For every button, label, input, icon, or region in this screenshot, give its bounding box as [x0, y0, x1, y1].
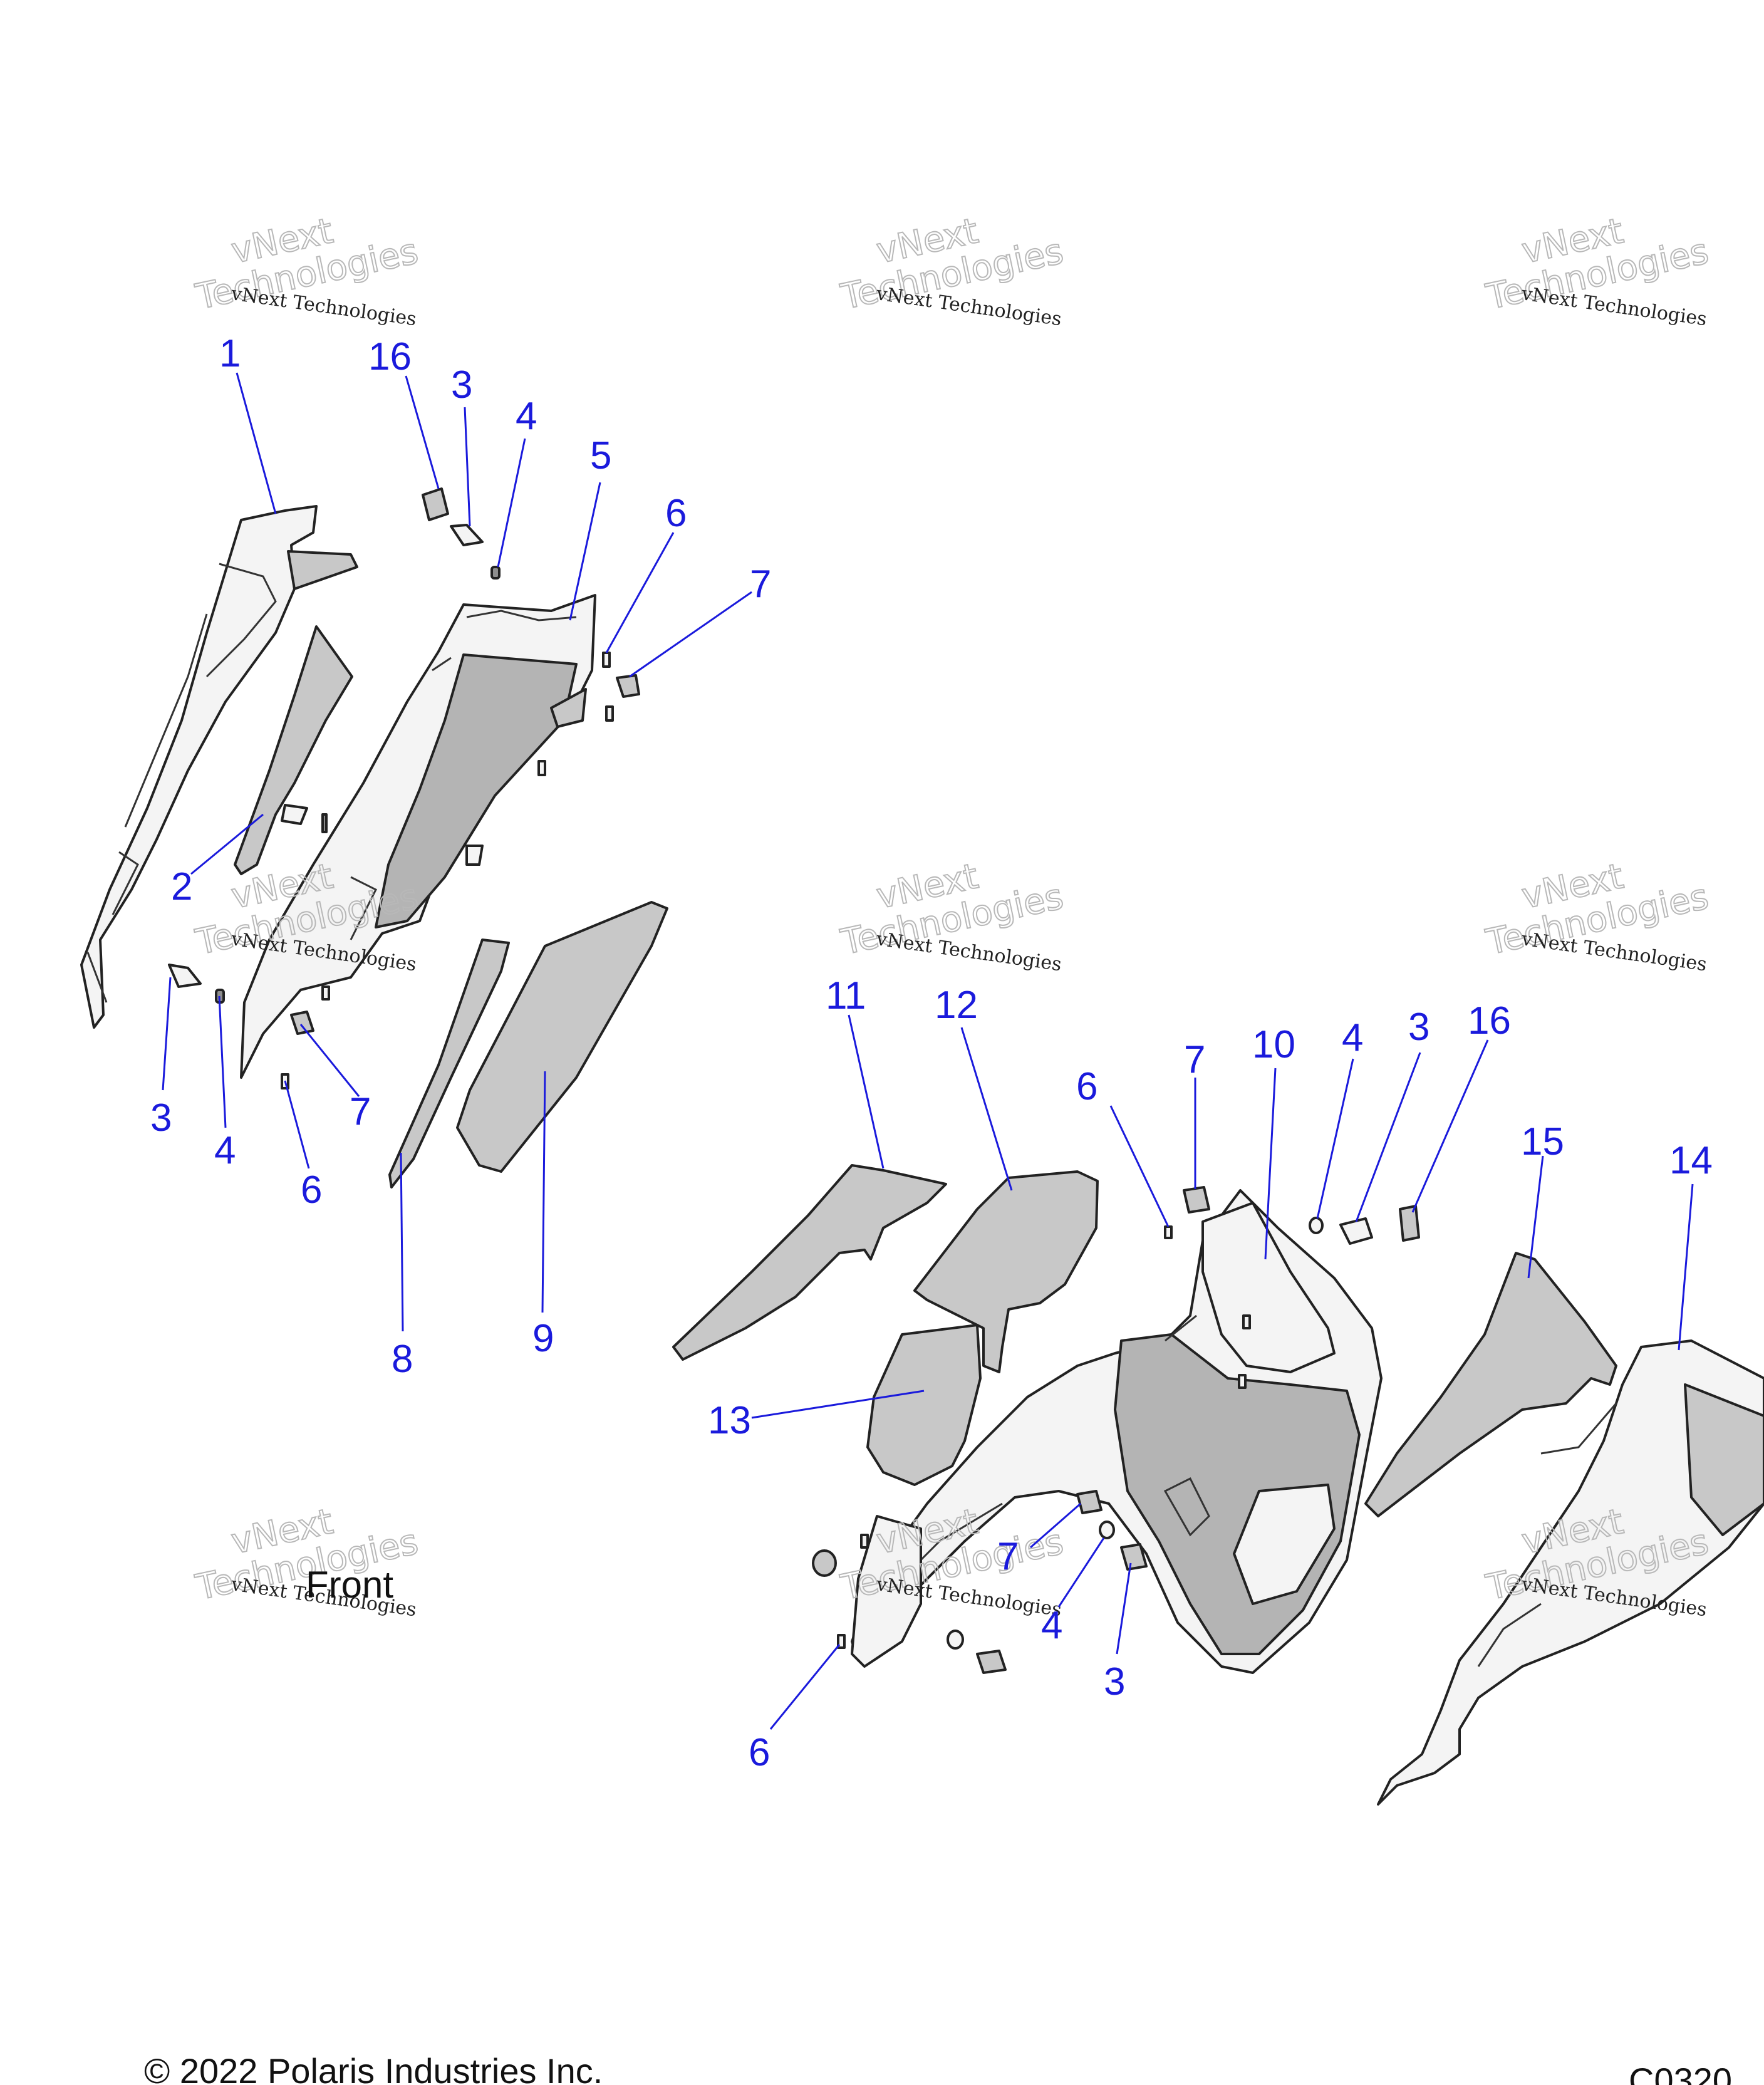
callout-16a: 16: [368, 335, 412, 378]
callout-5: 5: [590, 434, 611, 477]
callout-4d: 4: [1041, 1604, 1062, 1647]
left-hardware: [168, 487, 640, 1089]
part-3d-fastener: [1120, 1543, 1148, 1571]
callout-13: 13: [708, 1399, 751, 1442]
callout-12: 12: [935, 984, 978, 1027]
callout-6a: 6: [665, 492, 687, 535]
part-7b-grommet: [290, 1011, 314, 1035]
callout-7c: 7: [1184, 1038, 1205, 1081]
part-3b-fastener: [168, 964, 202, 988]
leader-lines: [162, 372, 1694, 1730]
part-3c-fastener: [1339, 1217, 1373, 1245]
part-13-insert: [866, 1324, 982, 1486]
callout-9: 9: [532, 1317, 554, 1360]
callout-16b: 16: [1468, 999, 1511, 1042]
part-2-side-insert: [234, 625, 353, 875]
part-3-fastener-mid: [281, 804, 308, 825]
part-1-side-panel: [80, 505, 358, 1029]
part-15-insert: [1364, 1252, 1617, 1517]
part-11-insert: [672, 1164, 947, 1361]
part-6-screw-3: [537, 760, 546, 776]
figure-code: C0320: [1629, 2061, 1732, 2085]
callout-10: 10: [1252, 1023, 1295, 1066]
part-grommet-left: [812, 1549, 837, 1577]
part-7c-grommet: [1183, 1186, 1210, 1214]
part-6c-screw: [1164, 1225, 1173, 1239]
part-4a-washer: [490, 566, 501, 580]
callout-1: 1: [219, 332, 241, 375]
part-6d-screw: [837, 1634, 846, 1649]
callout-7a: 7: [750, 563, 771, 606]
part-3a-fastener: [450, 524, 484, 546]
front-label: Front: [306, 1564, 393, 1606]
part-4c-washer: [1309, 1217, 1324, 1234]
part-fastener-bottom: [976, 1650, 1007, 1674]
part-12-insert: [913, 1170, 1099, 1373]
part-9-pad: [456, 901, 668, 1173]
callout-4c: 4: [1342, 1016, 1363, 1059]
callout-6c: 6: [1076, 1065, 1097, 1108]
callout-3d: 3: [1104, 1660, 1125, 1703]
copyright-text: © 2022 Polaris Industries Inc.: [144, 2051, 603, 2085]
part-8-strip: [388, 939, 510, 1188]
part-5-inner-panel: [240, 594, 596, 1079]
part-screw-r3: [860, 1534, 869, 1549]
part-screw-r1: [1242, 1314, 1251, 1329]
part-16a-clip: [422, 487, 449, 521]
callout-4a: 4: [516, 395, 537, 438]
right-hardware: [812, 1186, 1420, 1674]
part-16b-clip: [1399, 1205, 1420, 1242]
callout-3b: 3: [150, 1096, 172, 1140]
part-3-pin: [321, 813, 328, 833]
callout-6b: 6: [301, 1168, 322, 1212]
callout-3a: 3: [451, 363, 472, 407]
part-6a-screw: [602, 652, 611, 668]
part-14-outer-panel: [1377, 1339, 1764, 1806]
callout-2: 2: [171, 865, 192, 908]
callout-8: 8: [392, 1338, 413, 1381]
callout-7b: 7: [350, 1090, 371, 1133]
part-7a-grommet: [616, 674, 640, 698]
callout-15: 15: [1521, 1120, 1564, 1163]
part-screw-r2: [1238, 1374, 1247, 1389]
part-7d-grommet: [1076, 1490, 1102, 1514]
part-7-grommet-mid: [465, 845, 484, 866]
part-10-front-panel: [851, 1189, 1383, 1674]
part-6a-screw-2: [605, 705, 614, 722]
callout-4b: 4: [214, 1129, 236, 1172]
callout-6d: 6: [749, 1731, 770, 1774]
callout-7d: 7: [997, 1535, 1019, 1578]
part-4d-washer: [1099, 1521, 1115, 1539]
callout-11: 11: [826, 974, 866, 1017]
part-washer-bottom: [947, 1630, 964, 1650]
callout-14: 14: [1669, 1139, 1713, 1182]
callout-3c: 3: [1408, 1006, 1429, 1049]
callout-labels: 1 16 3 4 5 6 7 2 3 4 7 6 8 9 11 12 6 7 1…: [150, 332, 1713, 1774]
part-6b-screw-2: [321, 985, 330, 1001]
